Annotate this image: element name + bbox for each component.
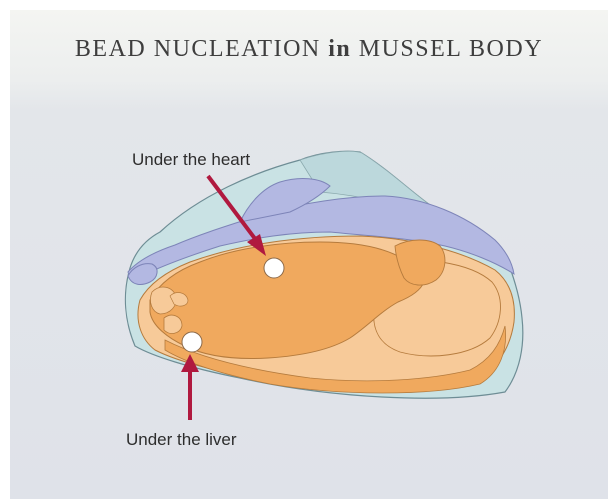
bead-liver xyxy=(182,332,202,352)
label-under-heart: Under the heart xyxy=(132,150,250,170)
gill-structure-2 xyxy=(164,315,182,333)
label-under-liver: Under the liver xyxy=(126,430,237,450)
bead-heart xyxy=(264,258,284,278)
